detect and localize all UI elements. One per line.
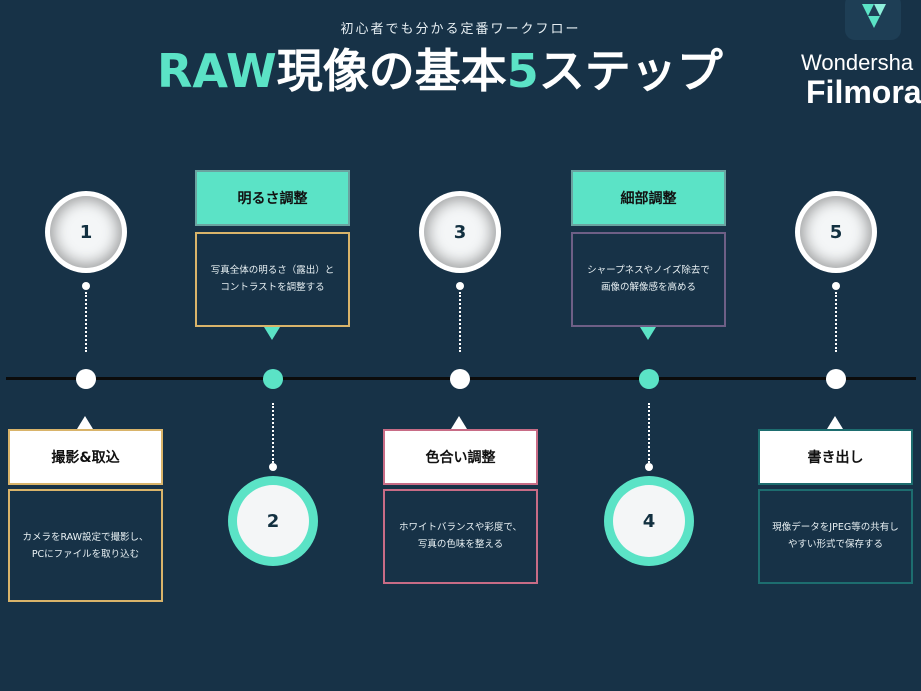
step-1-number-circle: 1 (50, 196, 122, 268)
step-2-pointer (264, 327, 280, 340)
step-5-desc-box: 現像データをJPEG等の共有しやすい形式で保存する (758, 489, 913, 584)
title-raw: RAW (157, 44, 277, 98)
step-1-connector (85, 292, 87, 352)
step-4-connector (648, 403, 650, 463)
step-1-connector-pin (82, 282, 90, 290)
step-3-number-circle: 3 (424, 196, 496, 268)
step-3-pointer (451, 416, 467, 429)
step-3-desc-box: ホワイトバランスや彩度で、写真の色味を整える (383, 489, 538, 584)
step-3-desc: ホワイトバランスや彩度で、写真の色味を整える (399, 522, 522, 550)
subtitle: 初心者でも分かる定番ワークフロー (340, 22, 581, 37)
step-5-pointer (827, 416, 843, 429)
step-5-connector (835, 292, 837, 352)
step-2-connector (272, 403, 274, 463)
step-3-label: 色合い調整 (425, 450, 496, 466)
filmora-logo-icon (862, 4, 886, 28)
step-3-connector (459, 292, 461, 352)
step-1-label-box: 撮影&取込 (8, 429, 163, 485)
title-five: 5 (506, 44, 539, 98)
step-3-label-box: 色合い調整 (383, 429, 538, 485)
title-part-2: ステップ (538, 44, 723, 98)
logo-text-top: Wondersha (801, 50, 914, 75)
step-2-label: 明るさ調整 (237, 191, 308, 207)
step-4-timeline-dot (639, 369, 659, 389)
step-5-number-circle: 5 (800, 196, 872, 268)
step-3-timeline-dot (450, 369, 470, 389)
step-1-number: 1 (79, 221, 93, 243)
step-5-label: 書き出し (807, 450, 864, 466)
step-4-label-box: 細部調整 (571, 170, 726, 226)
step-5-desc: 現像データをJPEG等の共有しやすい形式で保存する (772, 522, 899, 550)
step-4-number-circle: 4 (613, 485, 685, 557)
page-title: RAW現像の基本5ステップ (157, 46, 723, 97)
logo-text-bottom: Filmora (806, 74, 921, 110)
step-4-connector-pin (645, 463, 653, 471)
step-4-desc: シャープネスやノイズ除去で画像の解像感を高める (587, 265, 710, 293)
title-part-1: 現像の基本 (276, 44, 507, 98)
step-3-connector-pin (456, 282, 464, 290)
step-5-connector-pin (832, 282, 840, 290)
step-3-number: 3 (453, 221, 467, 243)
step-1-pointer (77, 416, 93, 429)
step-4-number: 4 (642, 510, 656, 532)
step-2-timeline-dot (263, 369, 283, 389)
step-1-label: 撮影&取込 (51, 450, 120, 466)
step-1-desc: カメラをRAW設定で撮影し、PCにファイルを取り込む (22, 532, 149, 560)
step-2-number-circle: 2 (237, 485, 309, 557)
step-4-label: 細部調整 (620, 191, 677, 207)
step-5-label-box: 書き出し (758, 429, 913, 485)
step-5-timeline-dot (826, 369, 846, 389)
step-2-connector-pin (269, 463, 277, 471)
step-1-desc-box: カメラをRAW設定で撮影し、PCにファイルを取り込む (8, 489, 163, 602)
step-1-timeline-dot (76, 369, 96, 389)
step-4-pointer (640, 327, 656, 340)
step-2-number: 2 (266, 510, 280, 532)
step-4-desc-box: シャープネスやノイズ除去で画像の解像感を高める (571, 232, 726, 327)
step-2-label-box: 明るさ調整 (195, 170, 350, 226)
step-2-desc: 写真全体の明るさ（露出）とコントラストを調整する (210, 265, 335, 293)
step-5-number: 5 (829, 221, 843, 243)
step-2-desc-box: 写真全体の明るさ（露出）とコントラストを調整する (195, 232, 350, 327)
